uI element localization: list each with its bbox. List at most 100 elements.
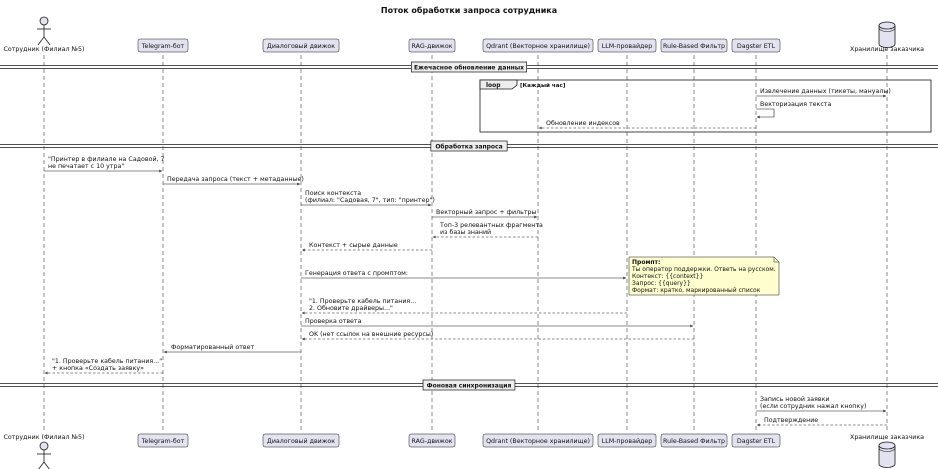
- message-m7: Векторный запрос + фильтры: [432, 208, 537, 219]
- message-label: (если сотрудник нажал кнопку): [760, 403, 866, 410]
- participant-label: Telegram-бот: [141, 437, 185, 445]
- note-line: Формат: кратко, маркированный список: [632, 287, 761, 294]
- participant-qdrant-top: Qdrant (Векторное хранилище): [482, 38, 594, 53]
- message-m2: Векторизация текста: [756, 101, 831, 119]
- participant-label: Dagster ETL: [737, 438, 776, 445]
- message-m4: "Принтер в филиале на Садовой, 7не печат…: [44, 155, 165, 173]
- database-icon: [878, 21, 896, 48]
- note-line: Запрос: {{query}}: [632, 280, 691, 287]
- participant-label: Хранилище заказчика: [850, 434, 924, 441]
- divider-background: Фоновая синхронизация: [0, 379, 938, 391]
- message-label: (филиал: "Садовая, 7", тип: "принтер"): [305, 197, 435, 204]
- actor-icon: [37, 441, 51, 469]
- participant-label: RAG-движок: [412, 43, 453, 50]
- message-m16: Запись новой заявки(если сотрудник нажал…: [756, 395, 886, 413]
- participant-label: Rule-Based Фильтр: [663, 438, 725, 445]
- database-icon: [878, 441, 896, 468]
- participant-label: Диалоговый движок: [267, 437, 335, 445]
- note-line: Контекст: {{context}}: [632, 273, 703, 280]
- message-label: Топ-3 релевантных фрагмента: [439, 222, 543, 229]
- participant-label: Qdrant (Векторное хранилище): [486, 43, 590, 50]
- message-label: Подтверждение: [764, 417, 818, 424]
- message-label: "Принтер в филиале на Садовой, 7: [48, 155, 165, 163]
- message-label: 2. Обновите драйверы...": [309, 304, 393, 312]
- participant-label: Qdrant (Векторное хранилище): [486, 438, 590, 445]
- divider-label: Обработка запроса: [435, 143, 502, 150]
- message-label: OK (нет ссылок на внешние ресурсы): [309, 331, 433, 338]
- message-label: "1. Проверьте кабель питания...: [309, 297, 416, 305]
- message-label: + кнопка «Создать заявку»: [52, 365, 144, 372]
- lifelines: [43, 55, 888, 431]
- participant-label: Сотрудник (Филиал №5): [4, 46, 85, 53]
- message-m3: Обновление индексов: [539, 119, 756, 130]
- participant-bot-top: Telegram-бот: [137, 38, 189, 53]
- messages: Извлечение данных (тикеты, мануалы) Векто…: [44, 88, 891, 427]
- participant-label: RAG-движок: [412, 438, 453, 445]
- loop-keyword: loop: [486, 82, 501, 89]
- message-label: Форматированный ответ: [171, 343, 254, 351]
- message-label: Запись новой заявки: [760, 395, 830, 403]
- divider-hourly: Ежечасное обновление данных: [0, 61, 938, 73]
- message-m9: Контекст + сырые данные: [302, 242, 432, 252]
- diagram-title: Поток обработки запроса сотрудника: [381, 5, 557, 15]
- participant-label: Диалоговый движок: [267, 42, 335, 50]
- participant-employee-bottom: Сотрудник (Филиал №5): [4, 434, 85, 469]
- note-line: Ты оператор поддержки. Ответь на русском…: [631, 266, 776, 273]
- message-label: Передача запроса (текст + метаданные): [167, 176, 304, 183]
- participant-label: Telegram-бот: [141, 42, 185, 50]
- message-label: Векторный запрос + фильтры: [436, 208, 536, 216]
- participants: Сотрудник (Филиал №5) Сотрудник (Филиал №…: [4, 16, 924, 469]
- message-m13: OK (нет ссылок на внешние ресурсы): [302, 331, 694, 341]
- divider-label: Ежечасное обновление данных: [414, 64, 524, 71]
- message-arrow: [756, 108, 775, 119]
- participant-rag-bottom: RAG-движок: [408, 433, 456, 448]
- participant-label: LLM-провайдер: [602, 437, 653, 445]
- participant-label: Rule-Based Фильтр: [663, 43, 725, 50]
- message-label: не печатает с 10 утра": [48, 163, 124, 170]
- participant-storage-bottom: Хранилище заказчика: [850, 434, 924, 468]
- loop-fragment: loop[Каждый час]: [479, 79, 932, 133]
- message-label: Извлечение данных (тикеты, мануалы): [760, 88, 891, 95]
- message-m6: Поиск контекста(филиал: "Садовая, 7", ти…: [301, 190, 435, 207]
- message-m10: Генерация ответа с промптом:: [301, 270, 626, 280]
- participant-etl-bottom: Dagster ETL: [731, 433, 781, 448]
- participant-label: Сотрудник (Филиал №5): [4, 434, 85, 441]
- message-label: Генерация ответа с промптом:: [305, 270, 408, 277]
- participant-label: LLM-провайдер: [602, 42, 653, 50]
- participant-qdrant-bottom: Qdrant (Векторное хранилище): [482, 433, 594, 448]
- message-label: Обновление индексов: [546, 119, 620, 127]
- message-label: "1. Проверьте кабель питания...": [52, 357, 162, 365]
- message-m1: Извлечение данных (тикеты, мануалы): [756, 88, 891, 98]
- participant-engine-top: Диалоговый движок: [262, 38, 340, 53]
- message-m5: Передача запроса (текст + метаданные): [163, 176, 304, 186]
- participant-llm-bottom: LLM-провайдер: [597, 433, 657, 448]
- participant-storage-top: Хранилище заказчика: [850, 21, 924, 53]
- message-m17: Подтверждение: [757, 417, 887, 427]
- message-m12: Проверка ответа: [301, 318, 693, 328]
- message-label: Поиск контекста: [305, 190, 361, 197]
- participant-etl-top: Dagster ETL: [731, 38, 781, 53]
- actor-icon: [37, 16, 51, 46]
- participant-llm-top: LLM-провайдер: [597, 38, 657, 53]
- note-heading: Промпт:: [632, 259, 660, 266]
- divider-processing: Обработка запроса: [0, 140, 938, 152]
- message-m11: "1. Проверьте кабель питания...2. Обнови…: [302, 297, 627, 315]
- participant-filter-bottom: Rule-Based Фильтр: [660, 433, 728, 448]
- participant-label: Dagster ETL: [737, 43, 776, 50]
- participant-employee-top: Сотрудник (Филиал №5): [4, 16, 85, 53]
- participant-filter-top: Rule-Based Фильтр: [660, 38, 728, 53]
- note-shape: [628, 256, 780, 296]
- participant-label: Хранилище заказчика: [850, 46, 924, 53]
- prompt-note: Промпт:Ты оператор поддержки. Ответь на …: [628, 256, 780, 296]
- message-label: из базы знаний: [440, 228, 491, 236]
- message-label: Проверка ответа: [305, 318, 362, 325]
- participant-rag-top: RAG-движок: [408, 38, 456, 53]
- message-label: Контекст + сырые данные: [309, 242, 398, 249]
- message-m15: "1. Проверьте кабель питания..."+ кнопка…: [45, 357, 163, 375]
- participant-engine-bottom: Диалоговый движок: [262, 433, 340, 448]
- divider-label: Фоновая синхронизация: [427, 382, 512, 389]
- participant-bot-bottom: Telegram-бот: [137, 433, 189, 448]
